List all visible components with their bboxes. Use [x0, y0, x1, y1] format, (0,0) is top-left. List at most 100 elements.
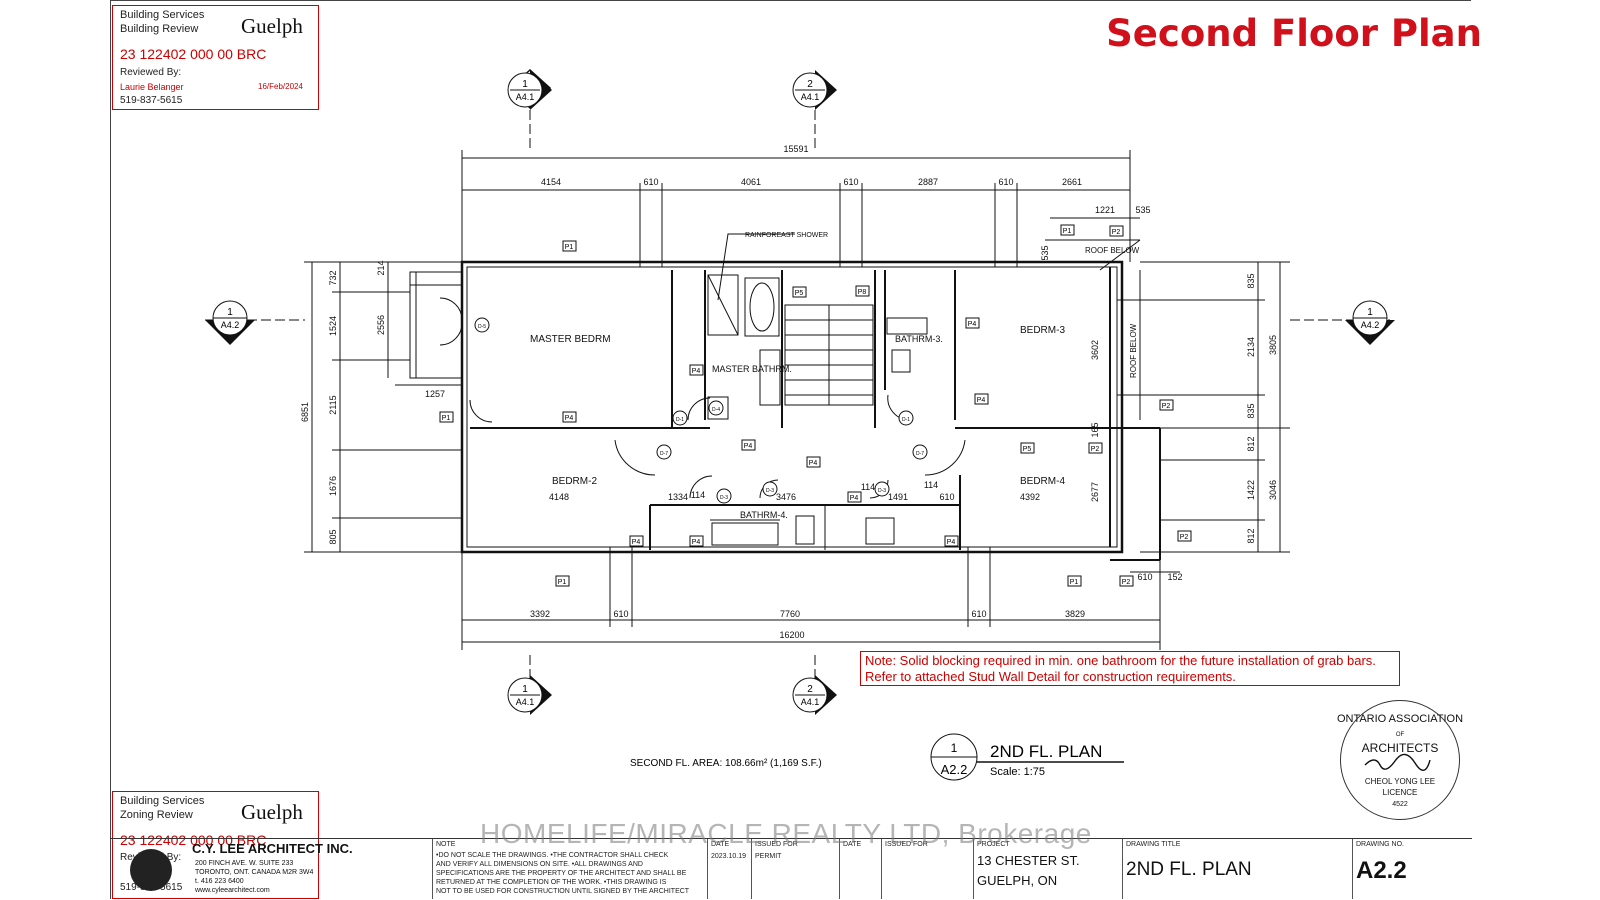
section-marker-left[interactable]: 1 A4.2	[205, 300, 255, 345]
room-label: BEDRM-2	[552, 476, 597, 487]
architect-web: www.cyleearchitect.com	[195, 887, 270, 894]
dim-interior: 114	[861, 482, 875, 492]
dim-left: 1676	[328, 476, 338, 496]
issued-for2-cell: ISSUED FOR	[881, 839, 974, 899]
review-date: 16/Feb/2024	[258, 82, 303, 91]
svg-text:D-5: D-5	[478, 324, 486, 330]
svg-text:P2: P2	[1180, 534, 1189, 541]
dim-interior: 152	[1167, 572, 1182, 582]
svg-text:D-7: D-7	[660, 451, 668, 457]
stamp-line2: Zoning Review	[120, 809, 193, 821]
dim-interior: 4392	[1020, 492, 1040, 502]
dim-left: 1524	[328, 316, 338, 336]
tag-p4: P4	[965, 317, 980, 329]
dim-interior: 165	[1090, 422, 1100, 437]
tag-d5: D-5	[474, 317, 490, 333]
dim-right-overall: 3046	[1268, 480, 1278, 500]
section-marker-top-2[interactable]: 2 A4.1	[792, 70, 837, 110]
architect-address2: TORONTO, ONT. CANADA M2R 3W4	[195, 869, 314, 876]
tag-p4: P4	[689, 535, 704, 547]
svg-text:D-7: D-7	[916, 451, 924, 457]
drawing-label: 1 A2.2 2ND FL. PLAN Scale: 1:75	[930, 733, 1124, 781]
section-marker-top-1[interactable]: 1 A4.1	[507, 68, 552, 110]
marker-num: 2	[807, 79, 813, 90]
dim-interior: 114	[691, 490, 705, 500]
svg-text:D-3: D-3	[766, 488, 774, 494]
tag-p4: P4	[974, 393, 989, 405]
tag-p1: P1	[1067, 575, 1082, 587]
building-review-stamp: Building Services Building Review Guelph…	[112, 5, 319, 110]
dim-right-overall: 3805	[1268, 335, 1278, 355]
drawing-number-cell: DRAWING NO. A2.2	[1352, 839, 1471, 899]
note-line-2: Refer to attached Stud Wall Detail for c…	[865, 669, 1236, 684]
stamp-line2: Building Review	[120, 23, 199, 35]
dim-left-inner: 214	[376, 260, 386, 275]
svg-text:D-1: D-1	[676, 417, 684, 423]
svg-text:P4: P4	[692, 368, 701, 375]
dim-interior: 610	[939, 492, 954, 502]
tag-d1: D-1	[898, 410, 914, 426]
section-marker-right[interactable]: 1 A4.2	[1345, 300, 1395, 345]
room-label: BEDRM-4	[1020, 476, 1065, 487]
project-cell: PROJECT 13 CHESTER ST. GUELPH, ON	[973, 839, 1104, 899]
project-address: 13 CHESTER ST.	[977, 853, 1080, 868]
svg-text:P4: P4	[850, 495, 859, 502]
dim-left-overall: 6851	[300, 402, 310, 422]
dim-top: 2887	[918, 177, 938, 187]
dim-bottom: 3829	[1065, 609, 1085, 619]
marker-ref: A4.1	[516, 697, 535, 707]
tag-p1: P1	[555, 575, 570, 587]
room-label: BEDRM-3	[1020, 325, 1065, 336]
tag-d7: D-7	[656, 444, 672, 460]
marker-num: 1	[522, 79, 528, 90]
section-marker-bottom-2[interactable]: 2 A4.1	[792, 675, 837, 715]
dim-bottom-overall: 16200	[779, 630, 804, 640]
tag-d3: D-3	[762, 481, 778, 497]
tag-d1: D-1	[672, 410, 688, 426]
tag-p4: P4	[562, 411, 577, 423]
svg-text:P4: P4	[947, 539, 956, 546]
svg-text:P1: P1	[1063, 228, 1072, 235]
svg-text:P2: P2	[1162, 403, 1171, 410]
permit-number: 23 122402 000 00 BRC	[120, 46, 267, 62]
room-label: MASTER BEDRM	[530, 334, 611, 345]
marker-num: 1	[522, 684, 528, 695]
svg-text:P1: P1	[1070, 579, 1079, 586]
dim-interior: 535	[1040, 245, 1050, 260]
tag-p2: P2	[1159, 399, 1174, 411]
marker-ref: A4.1	[516, 92, 535, 102]
tag-p4: P4	[806, 456, 821, 468]
tag-p5: P5	[1020, 442, 1035, 454]
tag-p4: P4	[741, 439, 756, 451]
dim-left: 2115	[328, 395, 338, 414]
dim-top: 610	[998, 177, 1013, 187]
seal-ring	[1340, 700, 1460, 820]
svg-text:1: 1	[951, 741, 958, 755]
dim-left-inner: 2556	[376, 315, 386, 335]
svg-text:P4: P4	[565, 415, 574, 422]
section-marker-bottom-1[interactable]: 1 A4.1	[507, 675, 552, 715]
tag-p4: P4	[847, 491, 862, 503]
marker-ref: A4.1	[801, 697, 820, 707]
tag-p8: P8	[855, 285, 870, 297]
tag-p1: P1	[562, 240, 577, 252]
dim-interior: 3476	[776, 492, 796, 502]
stamp-line1: Building Services	[120, 9, 205, 21]
tag-p4: P4	[689, 364, 704, 376]
tag-p5: P5	[792, 286, 807, 298]
dim-right: 835	[1246, 403, 1256, 418]
dim-interior: 610	[1137, 572, 1152, 582]
listing-watermark: HOMELIFE/MIRACLE REALTY LTD, Brokerage	[480, 818, 1092, 849]
svg-text:P4: P4	[692, 539, 701, 546]
svg-text:P2: P2	[1112, 229, 1121, 236]
tag-p2: P2	[1109, 225, 1124, 237]
room-label: BATHRM-4.	[740, 510, 788, 520]
issue-date2-cell: DATE	[839, 839, 882, 899]
dim-bottom: 7760	[780, 609, 800, 619]
dim-right: 1422	[1246, 480, 1256, 500]
svg-text:D-3: D-3	[720, 495, 728, 501]
guelph-logo: Guelph	[241, 800, 303, 824]
dim-top: 4154	[541, 177, 561, 187]
svg-text:P8: P8	[858, 289, 867, 296]
dim-interior: 3602	[1090, 340, 1100, 360]
